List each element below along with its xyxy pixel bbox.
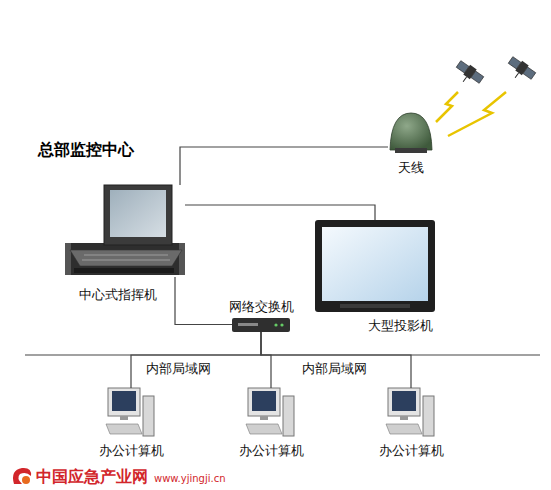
device-node: 办公计算机	[385, 388, 437, 438]
device-label: 大型投影机	[368, 318, 433, 334]
device-label: 办公计算机	[379, 443, 444, 459]
device-label: 网络交换机	[229, 299, 294, 315]
computer-icon	[246, 388, 294, 436]
device-label: 办公计算机	[239, 443, 304, 459]
cable-line	[261, 332, 411, 388]
satellite	[452, 59, 485, 90]
watermark-logo	[13, 468, 31, 484]
network-label: 内部局域网	[302, 360, 367, 378]
cable-line	[180, 147, 388, 185]
watermark: 中国应急产业网 www.yjingji.cn	[36, 467, 226, 488]
device-label: 中心式指挥机	[79, 287, 157, 303]
watermark-text: 中国应急产业网	[36, 467, 148, 488]
projector-icon	[315, 220, 435, 312]
network-label: 内部局域网	[146, 360, 211, 378]
cable-line	[261, 332, 271, 388]
device-node: 中心式指挥机	[65, 185, 185, 277]
computer-icon	[106, 388, 154, 436]
diagram-title: 总部监控中心	[38, 140, 134, 161]
device-label: 办公计算机	[99, 443, 164, 459]
antenna-icon	[390, 113, 432, 153]
device-node: 网络交换机	[232, 317, 290, 332]
cable-line	[175, 277, 232, 325]
device-node: 办公计算机	[105, 388, 157, 438]
device-node: 天线	[388, 112, 434, 152]
cable-line	[131, 332, 261, 388]
satellite	[504, 55, 537, 86]
switch-icon	[232, 318, 290, 332]
signal-bolt	[436, 92, 458, 122]
computer-icon	[386, 388, 434, 436]
console-icon	[65, 185, 185, 275]
device-label: 天线	[398, 160, 424, 176]
watermark-text: www.yjingji.cn	[154, 473, 226, 484]
device-node: 办公计算机	[245, 388, 297, 438]
device-node: 大型投影机	[315, 220, 435, 312]
signal-bolt	[448, 92, 506, 136]
cable-line	[185, 205, 375, 220]
